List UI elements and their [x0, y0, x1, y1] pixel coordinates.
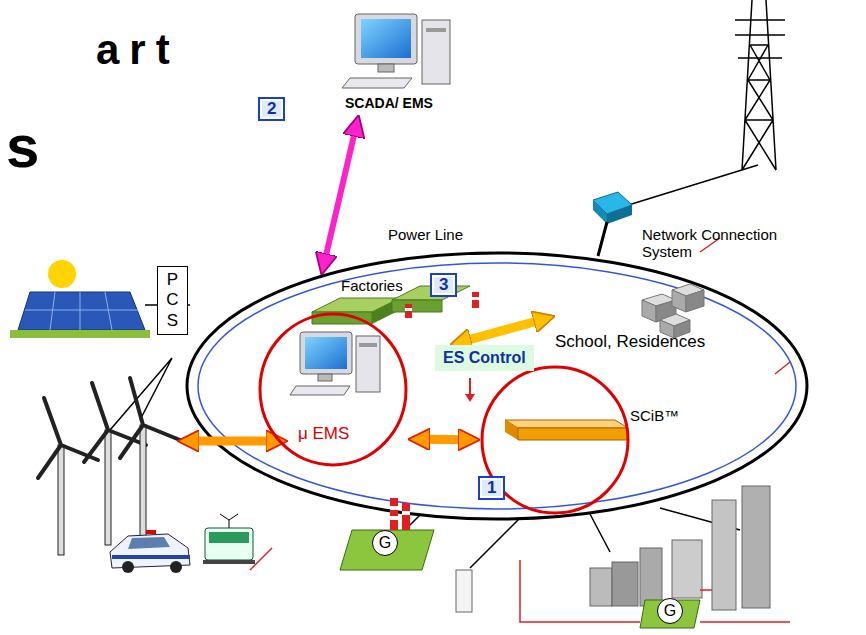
battery-unit	[505, 420, 628, 440]
power-line-loop	[187, 253, 807, 519]
node-text: SCiB™	[630, 407, 679, 424]
pcs-box: P C S	[157, 266, 188, 335]
node-text: G	[379, 535, 391, 551]
node-text: SCADA/ EMS	[345, 95, 433, 111]
city-buildings	[456, 486, 770, 628]
callout-number: 3	[430, 273, 457, 297]
police-car	[110, 530, 190, 573]
pointer-arrow	[700, 238, 790, 374]
node-text: School, Residences	[555, 332, 705, 352]
callout-number: 2	[258, 97, 285, 121]
control-box: ES Control	[435, 345, 534, 371]
communication-loop	[198, 263, 796, 509]
residence-node: School, Residences	[555, 280, 715, 360]
wind-turbines	[38, 378, 180, 555]
title-fragment: art	[96, 26, 180, 74]
node-text: P C S	[164, 270, 181, 331]
computer-icon	[342, 14, 450, 88]
node-text: Factories	[341, 277, 403, 294]
distribution-line	[520, 560, 790, 622]
grid-tie-line	[598, 222, 607, 256]
generator-plant	[340, 498, 434, 570]
transmission-tower	[735, 0, 785, 170]
generator-symbol: G	[372, 530, 398, 556]
pointer-arrow	[465, 394, 475, 402]
computer-node: SCADA/ EMS	[300, 5, 500, 115]
node-text: μ EMS	[298, 424, 349, 444]
title-fragment: s	[6, 112, 39, 181]
circle-outline	[258, 312, 408, 467]
node-text: ES Control	[443, 349, 526, 367]
node-text: G	[664, 603, 676, 619]
flow-arrow	[467, 321, 538, 341]
feeder-line	[622, 165, 758, 207]
flow-arrow	[426, 435, 463, 444]
network-connection-box	[593, 192, 632, 224]
system-label: Network Connection System	[642, 226, 792, 261]
circle-outline	[260, 314, 406, 465]
controller-circle: μ EMS	[258, 312, 408, 467]
computer-icon	[290, 332, 380, 395]
callout-number: 1	[478, 476, 505, 500]
residence-buildings	[642, 284, 704, 338]
line-label: Power Line	[388, 226, 463, 243]
solar-panel	[10, 260, 150, 338]
flow-arrow	[325, 132, 354, 258]
power-flow-arrow	[195, 437, 270, 446]
tram	[203, 514, 255, 564]
generator-symbol: G	[657, 598, 683, 624]
